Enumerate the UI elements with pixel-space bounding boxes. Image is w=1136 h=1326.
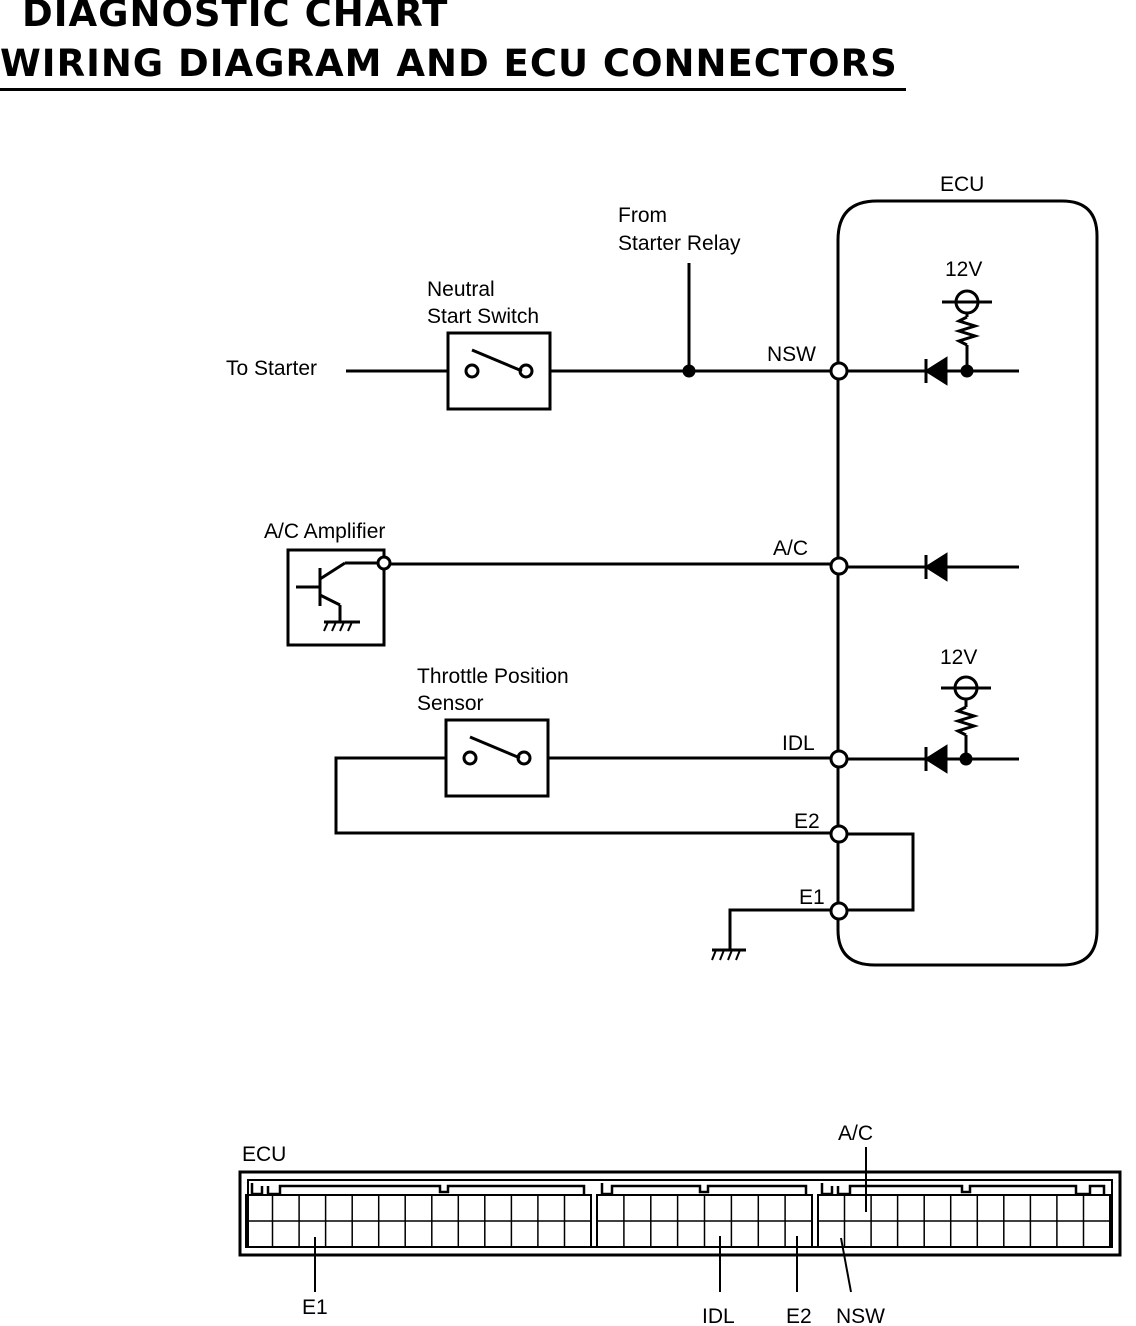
connector-ecu-label: ECU <box>242 1143 286 1166</box>
start-switch-label: Start Switch <box>427 305 539 328</box>
ecu-box <box>836 199 1099 967</box>
pin-ac-label: A/C <box>773 537 808 560</box>
throttle-position-sensor-box <box>444 718 550 798</box>
diode-ac <box>924 552 948 582</box>
voltage-label-bottom: 12V <box>940 646 977 669</box>
neutral-start-switch-box <box>446 331 552 411</box>
ecu-label: ECU <box>940 173 984 196</box>
tps-label-line2: Sensor <box>417 692 484 715</box>
diode-nsw <box>924 356 948 386</box>
connector-grid <box>246 1195 1110 1247</box>
terminal-idl <box>829 749 849 769</box>
ac-amplifier-box <box>286 548 386 647</box>
chart-title: DIAGNOSTIC CHART <box>22 0 449 35</box>
starter-relay-label: Starter Relay <box>618 232 741 255</box>
pin-e1-label: E1 <box>799 886 825 909</box>
neutral-label: Neutral <box>427 278 495 301</box>
terminal-nsw <box>829 361 849 381</box>
title-underline <box>0 88 906 91</box>
callout-nsw: NSW <box>836 1305 885 1326</box>
ecu-connector <box>238 1147 1122 1293</box>
wire-e2-e1-jumper <box>844 832 915 912</box>
wire-e1-ground <box>728 908 832 949</box>
pin-e2-label: E2 <box>794 810 820 833</box>
terminal-e1 <box>829 901 849 921</box>
tps-label-line1: Throttle Position <box>417 665 569 688</box>
resistor-idl <box>952 705 980 737</box>
callout-e1: E1 <box>302 1296 328 1319</box>
callout-idl: IDL <box>702 1305 735 1326</box>
resistor-nsw <box>953 315 981 347</box>
ac-amplifier-label: A/C Amplifier <box>264 520 385 543</box>
to-starter-label: To Starter <box>226 357 317 380</box>
callout-e2: E2 <box>786 1305 812 1326</box>
terminal-ac <box>829 556 849 576</box>
chart-subtitle: WIRING DIAGRAM AND ECU CONNECTORS <box>0 42 898 85</box>
from-label: From <box>618 204 667 227</box>
pin-idl-label: IDL <box>782 732 815 755</box>
diode-idl <box>924 744 948 774</box>
pin-nsw-label: NSW <box>767 343 816 366</box>
terminal-e2 <box>829 824 849 844</box>
voltage-label-top: 12V <box>945 258 982 281</box>
wire-e2 <box>334 756 832 835</box>
callout-ac: A/C <box>838 1122 873 1145</box>
